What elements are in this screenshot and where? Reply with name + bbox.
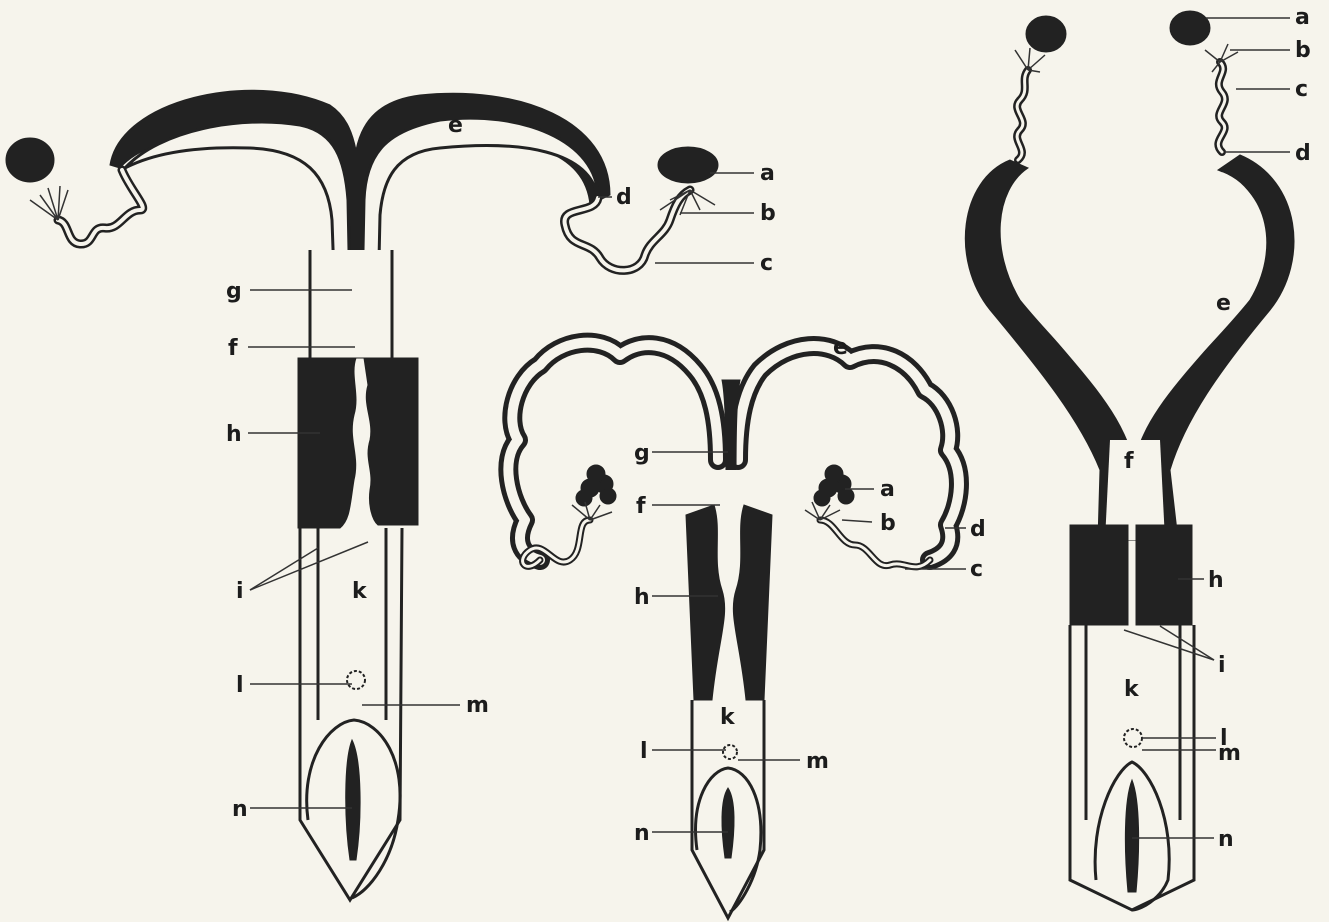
label-k-middle: k xyxy=(720,705,736,730)
label-b-right: b xyxy=(1295,38,1311,63)
label-e-left: e xyxy=(448,113,463,138)
label-i-right: i xyxy=(1218,653,1226,678)
middle-cervix xyxy=(686,505,772,700)
middle-ovary-l xyxy=(576,465,616,506)
label-e-middle: e xyxy=(833,335,848,360)
label-f-middle: f xyxy=(636,494,646,519)
label-n-left: n xyxy=(232,797,248,822)
label-l-left: l xyxy=(236,673,244,698)
right-ovary-l xyxy=(1026,16,1066,52)
left-urethral-opening xyxy=(347,671,365,689)
middle-clitoral-slit xyxy=(722,788,734,858)
left-cervix xyxy=(298,358,418,528)
label-m-left: m xyxy=(466,693,489,718)
label-e-right: e xyxy=(1216,291,1231,316)
label-b-left: b xyxy=(760,201,776,226)
left-fimbria-l xyxy=(30,186,68,220)
label-a-left: a xyxy=(760,161,775,186)
label-h-left: h xyxy=(226,422,242,447)
middle-diagram xyxy=(508,343,959,918)
label-c-left: c xyxy=(760,251,773,276)
left-uterine-body xyxy=(310,250,390,360)
label-f-right: f xyxy=(1124,449,1134,474)
label-a-middle: a xyxy=(880,477,895,502)
left-oviduct-left xyxy=(58,170,143,244)
label-h-middle: h xyxy=(634,585,650,610)
label-b-middle: b xyxy=(880,511,896,536)
label-h-right: h xyxy=(1208,568,1224,593)
label-m-right: m xyxy=(1218,741,1241,766)
label-f-left: f xyxy=(228,336,238,361)
label-n-right: n xyxy=(1218,827,1234,852)
middle-ovary-r xyxy=(814,465,854,506)
label-g-left: g xyxy=(226,279,242,304)
label-g-middle: g xyxy=(634,441,650,466)
label-l-middle: l xyxy=(640,739,648,764)
left-vagina-inner xyxy=(318,528,386,720)
left-ovary-r xyxy=(658,147,718,183)
right-urethral-opening xyxy=(1124,729,1142,747)
label-n-middle: n xyxy=(634,821,650,846)
right-ovary-r xyxy=(1170,11,1210,45)
label-d-middle: d xyxy=(970,517,986,542)
label-c-right: c xyxy=(1295,77,1308,102)
left-clitoral-slit xyxy=(346,740,360,860)
label-d-right: d xyxy=(1295,141,1311,166)
label-a-right: a xyxy=(1295,5,1310,30)
left-ovary-l xyxy=(6,138,54,182)
right-clitoral-slit xyxy=(1125,780,1138,892)
label-k-right: k xyxy=(1124,677,1140,702)
label-i-left: i xyxy=(236,579,244,604)
label-c-middle: c xyxy=(970,557,983,582)
label-d-left: d xyxy=(616,185,632,210)
label-k-left: k xyxy=(352,579,368,604)
label-m-middle: m xyxy=(806,749,829,774)
middle-urethral-opening xyxy=(723,745,737,759)
